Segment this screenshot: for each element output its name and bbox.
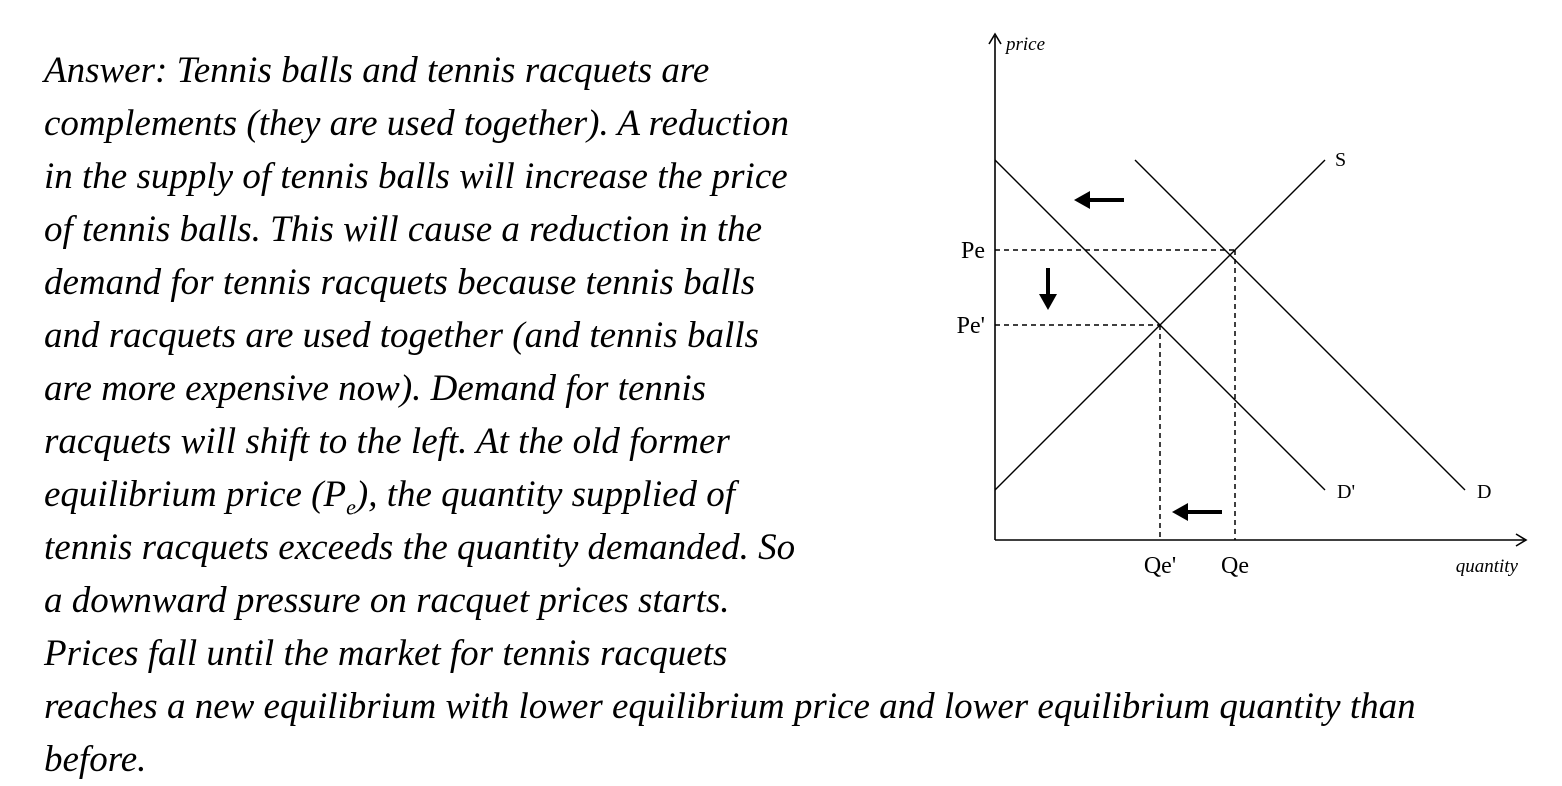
- answer-line: reaches a new equilibrium with lower equ…: [44, 686, 1416, 727]
- y-axis-label: price: [1004, 34, 1045, 55]
- answer-line: are more expensive now). Demand for tenn…: [44, 368, 707, 409]
- price-label-pe: Pe: [961, 238, 985, 264]
- answer-text: ), the quantity supplied of: [355, 474, 736, 515]
- x-axis-label: quantity: [1456, 556, 1519, 577]
- answer-line: demand for tennis racquets because tenni…: [44, 262, 756, 303]
- answer-line: a downward pressure on racquet prices st…: [44, 580, 730, 621]
- answer-line: Answer: Tennis balls and tennis racquets…: [44, 50, 710, 91]
- series-label-s: S: [1335, 149, 1346, 171]
- left-arrow-icon: [1172, 503, 1222, 521]
- answer-line: and racquets are used together (and tenn…: [44, 315, 759, 356]
- answer-line: in the supply of tennis balls will incre…: [44, 156, 788, 197]
- y-axis-arrowhead: [988, 32, 1002, 45]
- x-axis-arrowhead: [1515, 533, 1528, 547]
- subscript-e: e: [346, 494, 356, 520]
- answer-line-equilibrium-price: equilibrium price (Pe), the quantity sup…: [44, 468, 1544, 521]
- answer-line: of tennis balls. This will cause a reduc…: [44, 209, 763, 250]
- down-arrow-icon: [1039, 268, 1057, 310]
- supply-demand-chart: price quantity S D D' Pe Pe' Qe Qe': [957, 32, 1528, 579]
- series-label-d: D: [1477, 481, 1491, 503]
- answer-line: before.: [44, 739, 147, 780]
- quantity-label-qe: Qe: [1221, 553, 1249, 579]
- quantity-label-qe-prime: Qe': [1144, 553, 1176, 579]
- price-label-pe-prime: Pe': [957, 313, 985, 339]
- series-line-d: [1134, 159, 1466, 491]
- answer-line: tennis racquets exceeds the quantity dem…: [44, 527, 796, 568]
- answer-line: racquets will shift to the left. At the …: [44, 421, 730, 462]
- answer-line: Prices fall until the market for tennis …: [44, 633, 728, 674]
- answer-text: equilibrium price (P: [44, 474, 347, 515]
- series-label-d-prime: D': [1337, 481, 1355, 503]
- answer-paragraph: Answer: Tennis balls and tennis racquets…: [44, 44, 1544, 786]
- left-arrow-icon: [1074, 191, 1124, 209]
- answer-line: complements (they are used together). A …: [44, 103, 789, 144]
